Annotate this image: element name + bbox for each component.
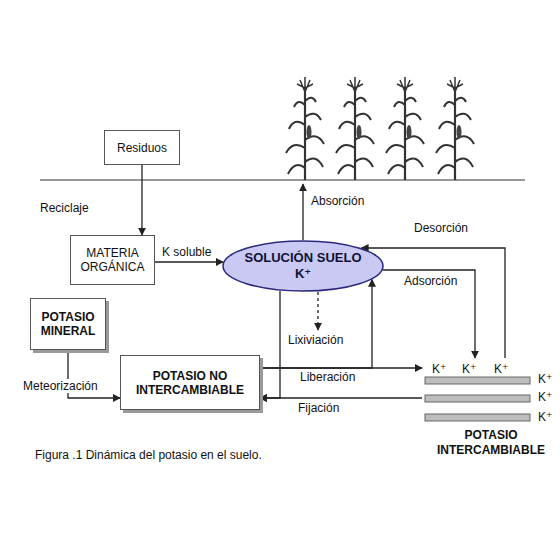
flow-arrow [383, 270, 475, 358]
pool-box: MATERIA ORGÁNICA [70, 235, 155, 285]
pool-box: POTASIO NO INTERCAMBIABLE [120, 355, 260, 410]
node-text: K⁺ [295, 266, 311, 282]
pool-box: POTASIO MINERAL [30, 298, 106, 350]
node-text: MATERIA ORGÁNICA [73, 246, 152, 274]
edge-label: Adsorción [404, 274, 457, 288]
process-label: Absorción [311, 194, 364, 208]
leaching-arrow [317, 292, 318, 330]
node-text: SOLUCIÓN SUELO [244, 250, 361, 266]
corn-plant [286, 77, 324, 180]
soil-surface-line [40, 179, 525, 180]
node-text: K⁺ [494, 362, 508, 376]
node-text: K⁺ [432, 362, 446, 376]
clay-layer [425, 377, 530, 384]
exchange-group: K⁺ K⁺ K⁺ K⁺ K⁺ K⁺ POTASIO INTERCAMBIABLE [422, 358, 560, 466]
node-text: K⁺ [462, 362, 476, 376]
node-heading: POTASIO INTERCAMBIABLE [422, 428, 560, 458]
clay-layer [425, 395, 530, 402]
edge-label: K soluble [162, 245, 211, 259]
process-label: Lixiviación [288, 333, 343, 347]
edge-label: Meteorización [22, 379, 99, 393]
ellipse-shape [223, 241, 383, 291]
flow-arrow [260, 291, 280, 398]
node-text: POTASIO MINERAL [33, 310, 103, 338]
node-text: K⁺ [538, 410, 552, 424]
edge-label: Reciclaje [40, 201, 89, 215]
edge-label: Liberación [300, 370, 355, 384]
absorption-arrow [302, 184, 303, 240]
corn-plant [436, 77, 474, 180]
source-box: Residuos [104, 130, 180, 165]
flow-arrow [260, 280, 372, 368]
flow-arrow [155, 261, 223, 262]
corn-plant [336, 77, 374, 180]
edge-label: Desorción [414, 221, 468, 235]
figure-caption: Figura .1 Dinámica del potasio en el sue… [35, 448, 262, 462]
solution-ellipse: SOLUCIÓN SUELOK⁺ [222, 240, 384, 292]
flow-arrow [260, 397, 422, 398]
node-text: K⁺ [538, 390, 552, 404]
node-text: POTASIO NO INTERCAMBIABLE [123, 369, 257, 397]
node-text: Residuos [117, 141, 167, 155]
edge-label: Fijación [298, 401, 339, 415]
clay-layer [425, 414, 530, 421]
node-text: K⁺ [538, 372, 552, 386]
flow-arrow [141, 165, 142, 235]
corn-plant [386, 77, 424, 180]
